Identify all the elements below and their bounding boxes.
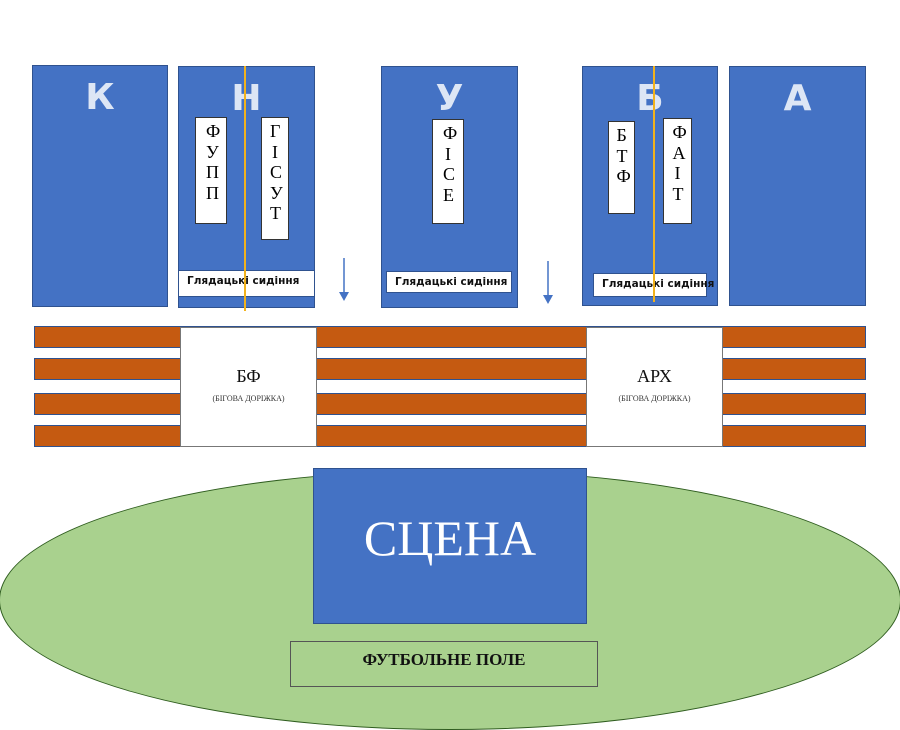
track-stripe-1 — [34, 326, 866, 348]
track-block-bf-name: БФ — [236, 366, 261, 386]
sector-n-letter: Н — [231, 78, 262, 119]
divider-line-b — [653, 66, 655, 302]
track-block-arch-name: АРХ — [637, 366, 672, 386]
track-block-bf-subtitle: (БІГОВА ДОРІЖКА) — [212, 394, 285, 403]
sector-k: К — [32, 65, 168, 307]
department-fise: ФІСЕ — [432, 119, 464, 224]
department-fait: ФАІТ — [663, 118, 692, 224]
track-stripe-2 — [34, 358, 866, 380]
sector-b: Б — [582, 66, 718, 306]
sector-a: А — [729, 66, 866, 306]
sector-b-letter: Б — [636, 78, 664, 119]
down-arrow-icon — [339, 258, 349, 301]
department-fupp-label: ФУПП — [206, 121, 221, 203]
seats-label-b: Глядацькі сидіння — [593, 273, 714, 297]
divider-line-n — [244, 66, 246, 311]
department-fait-label: ФАІТ — [672, 122, 687, 204]
seats-label-n: Глядацькі сидіння — [178, 270, 315, 297]
down-arrow-icon — [543, 261, 553, 304]
track-stripe-4 — [34, 425, 866, 447]
department-gisut: ГІСУТ — [261, 117, 289, 240]
track-stripe-3 — [34, 393, 866, 415]
department-fise-label: ФІСЕ — [443, 123, 458, 205]
department-btf: БТФ — [608, 121, 635, 214]
sector-k-letter: К — [85, 77, 115, 118]
department-gisut-label: ГІСУТ — [270, 121, 283, 223]
stage: СЦЕНА — [313, 468, 587, 624]
sector-a-letter: А — [783, 78, 812, 119]
seats-label-u: Глядацькі сидіння — [386, 271, 512, 293]
department-btf-label: БТФ — [616, 125, 631, 186]
track-block-arch-subtitle: (БІГОВА ДОРІЖКА) — [618, 394, 691, 403]
sector-u-letter: У — [435, 78, 464, 119]
track-block-bf: БФ (БІГОВА ДОРІЖКА) — [180, 327, 317, 447]
football-field-label: ФУТБОЛЬНЕ ПОЛЕ — [290, 641, 598, 687]
stage-label: СЦЕНА — [363, 510, 537, 566]
track-block-arch: АРХ (БІГОВА ДОРІЖКА) — [586, 327, 723, 447]
department-fupp: ФУПП — [195, 117, 227, 224]
